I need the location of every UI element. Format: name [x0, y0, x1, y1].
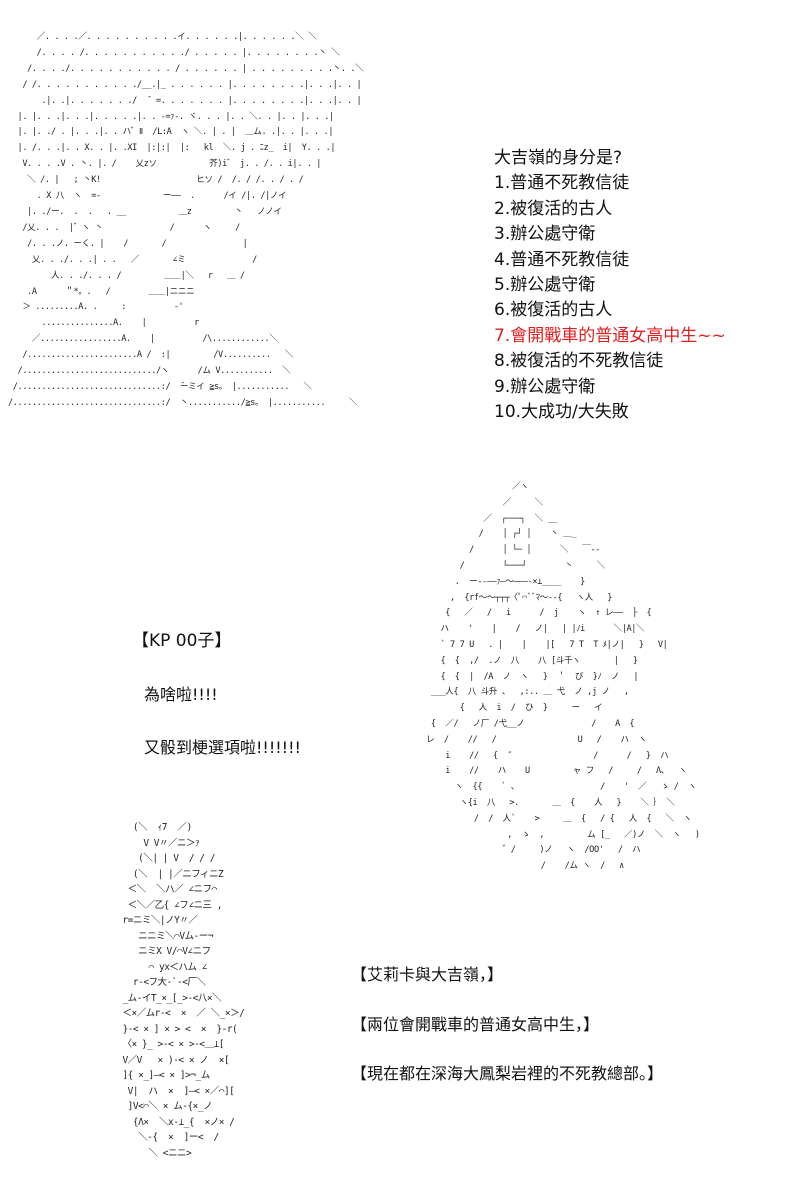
choice-option-8: 8.被復活的不死教信徒 [494, 351, 664, 372]
choice-option-10: 10.大成功/大失敗 [494, 402, 629, 423]
choice-list: 大吉嶺的身分是? 1.普通不死教信徒 2.被復活的古人 3.辦公處守衛 4.普通… [494, 146, 794, 425]
choice-option-4: 4.普通不死教信徒 [494, 249, 630, 270]
narration-caption-1: 【艾莉卡與大吉嶺，】 [351, 965, 504, 984]
narration-caption-2: 【兩位會開戰車的普通女高中生，】 [351, 1015, 600, 1034]
choice-option-6: 6.被復活的古人 [494, 300, 613, 321]
kp-dialogue-line-1: 為啥啦!!!! [144, 685, 218, 704]
choice-option-5: 5.辦公處守衛 [494, 275, 596, 296]
choice-option-9: 9.辦公處守衛 [494, 376, 596, 397]
kp-dialogue-line-2: 又骰到梗選項啦!!!!!!! [144, 738, 301, 757]
choice-option-2: 2.被復活的古人 [494, 198, 613, 219]
question-text: 大吉嶺的身分是? [494, 148, 623, 168]
choice-option-1: 1.普通不死教信徒 [494, 173, 630, 194]
ascii-art-character-with-cap: ／ヽ ／ ＼ ／ ┌───┐ ＼ __ / │ ┌┘ │ 丶 ＿_ / │ └─… [426, 482, 700, 870]
kp-speaker-label: 【KP 00子】 [132, 631, 232, 651]
ascii-art-pineapple: (＼ ｨ7 ／) V V〃／ニ＞ｧ (＼| | V / / / (＼ | |／ニ… [122, 822, 245, 1159]
narration-caption-3: 【現在都在深海大鳳梨岩裡的不死教總部。】 [351, 1064, 664, 1083]
choice-option-7-highlighted: 7.會開戰車的普通女高中生~~ [494, 325, 726, 346]
ascii-art-character-bust: ／. . . .／. . . . . . . . . .イ. . . . . .… [8, 32, 364, 408]
choice-option-3: 3.辦公處守衛 [494, 224, 596, 245]
